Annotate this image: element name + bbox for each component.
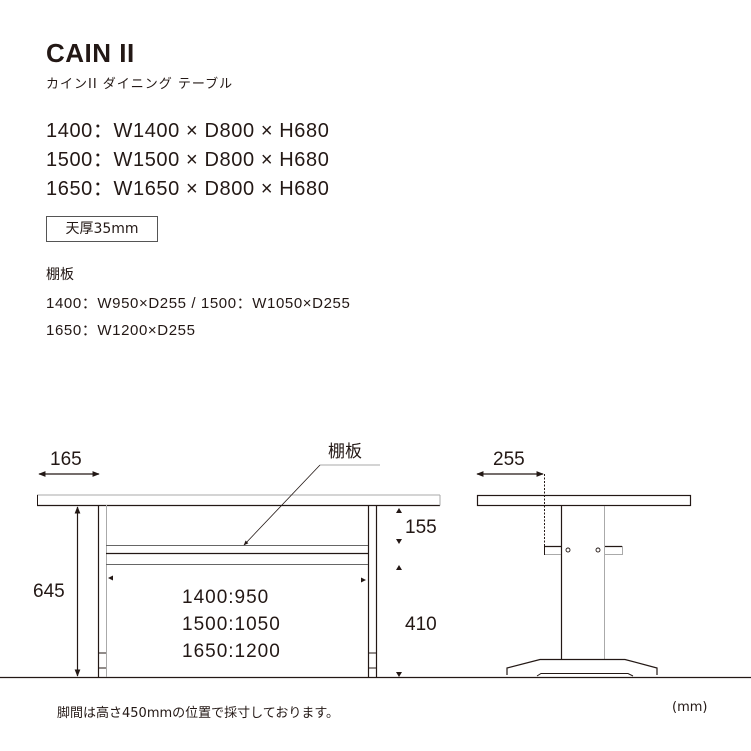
product-subtitle: カインII ダイニング テーブル: [46, 77, 234, 92]
unit-label: (mm): [672, 700, 708, 715]
size-spec-1500: 1500：W1500 × D800 × H680: [46, 149, 330, 171]
shelf-spec-line-1: 1400：W950×D255 / 1500：W1050×D255: [46, 295, 351, 312]
leg-height-label: 645: [33, 581, 65, 602]
shelf-callout-label: 棚板: [328, 442, 362, 462]
overhang-dimension-label: 165: [50, 449, 82, 470]
inner-width-1650: 1650:1200: [182, 641, 281, 662]
shelf-gap-label: 155: [405, 517, 437, 538]
inner-width-1400: 1400:950: [182, 587, 270, 608]
bolt-hole-icon: [595, 547, 601, 553]
side-view: [476, 471, 692, 677]
bolt-hole-icon: [565, 547, 571, 553]
front-view: [37, 464, 441, 677]
shelf-height-label: 410: [405, 614, 437, 635]
measurement-note: 脚間は高さ450mmの位置で採寸しております。: [57, 706, 340, 721]
size-spec-1400: 1400：W1400 × D800 × H680: [46, 120, 330, 142]
shelf-callout-leader: [243, 464, 321, 546]
pedestal-base: [506, 658, 658, 675]
top-thickness-badge: 天厚35mm: [46, 216, 158, 242]
shelf-spec-line-2: 1650：W1200×D255: [46, 322, 196, 339]
size-spec-1650: 1650：W1650 × D800 × H680: [46, 178, 330, 200]
inner-width-1500: 1500:1050: [182, 614, 281, 635]
product-title: CAIN II: [46, 38, 135, 68]
shelf-heading: 棚板: [46, 267, 74, 283]
shelf-depth-label: 255: [493, 449, 525, 470]
